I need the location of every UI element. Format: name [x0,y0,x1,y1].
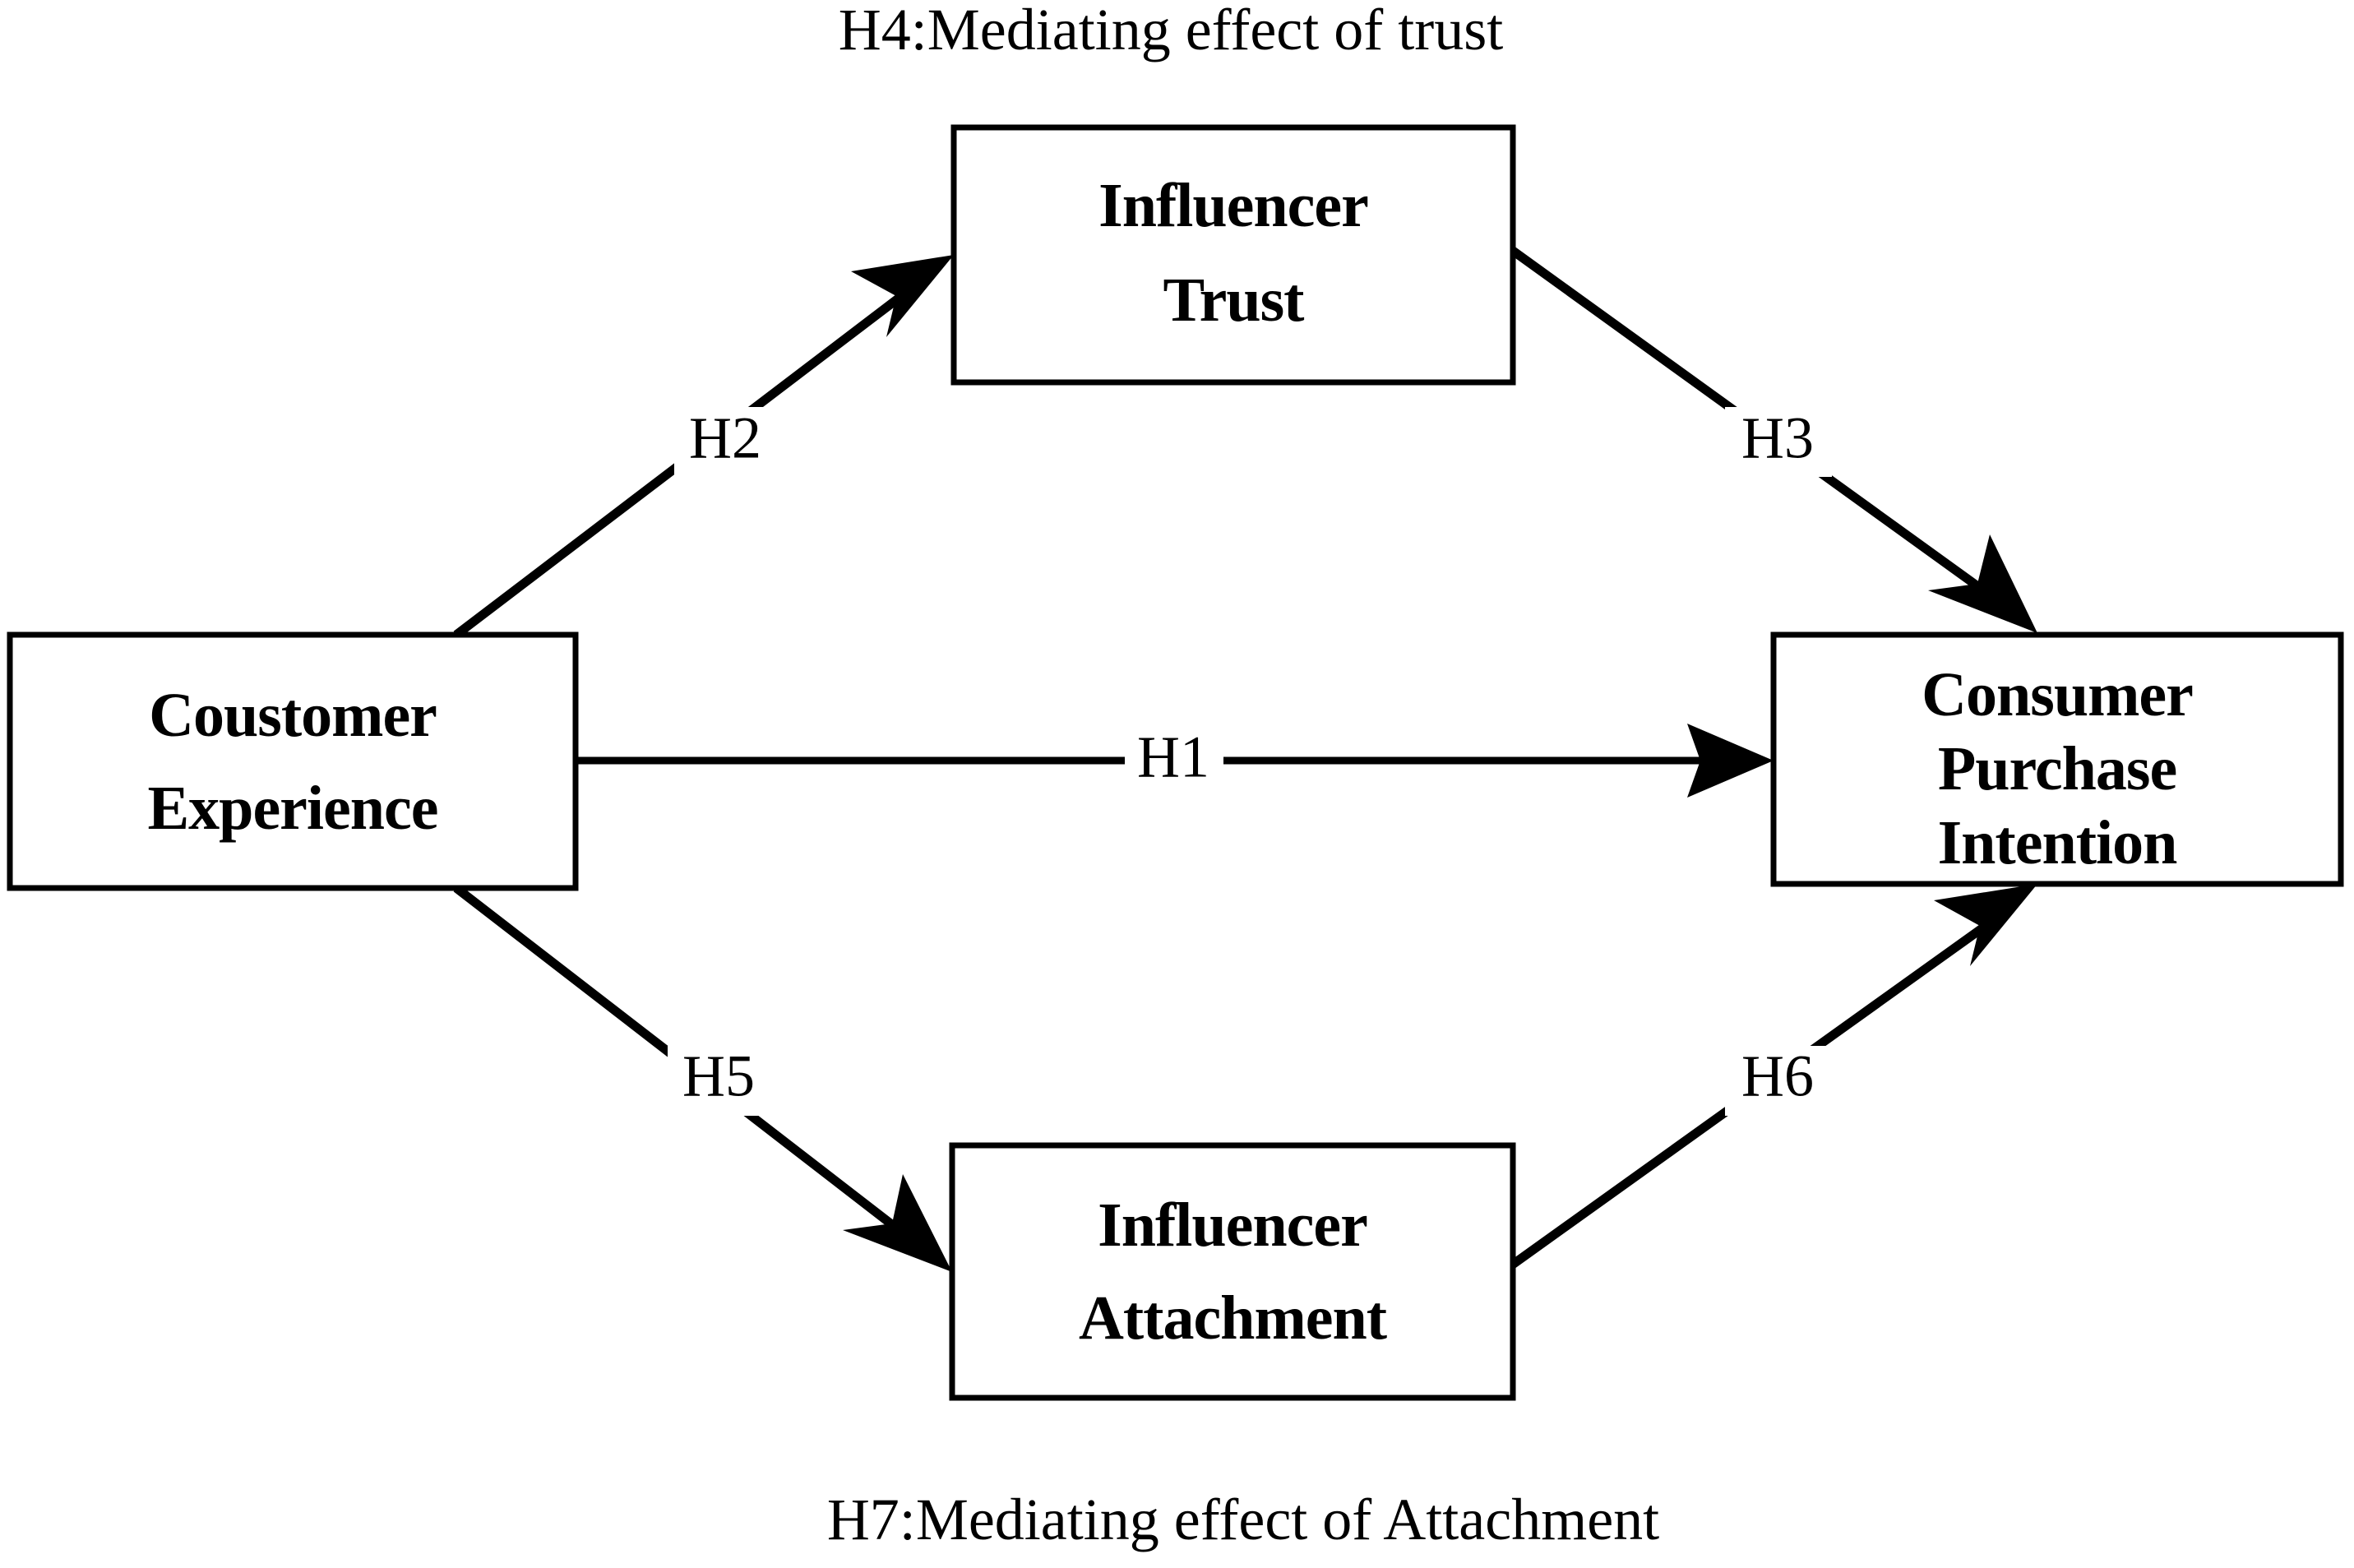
edge-h5-label-backdrop [668,1046,770,1116]
edge-h3-arrowhead [1928,534,2037,633]
node-consumer-purchase-intention-box [1770,631,2344,887]
edge-label-h2: H2 [689,405,761,471]
node-customer-experience: Coustomer Experience [7,631,579,891]
node-influencer-trust: Influencer Trust [950,124,1516,386]
node-influencer-trust-line1: Influencer [1098,171,1368,240]
edge-h6-arrowhead [1934,884,2037,966]
edge-label-h1: H1 [1137,724,1209,790]
edge-h6: H6 [1493,884,2037,1280]
edge-h1-label-backdrop [1125,728,1223,794]
node-consumer-purchase-intention-line1: Consumer [1922,660,2193,729]
node-influencer-trust-line2: Trust [1163,266,1305,335]
edge-label-h3: H3 [1741,405,1814,471]
edge-h2-label-backdrop [674,407,777,477]
edge-label-h5: H5 [682,1043,755,1109]
edge-h3: H3 [1510,247,2037,633]
edge-label-h6: H6 [1741,1043,1814,1109]
node-customer-experience-line1: Coustomer [149,681,437,750]
node-consumer-purchase-intention-line2: Purchase [1938,734,2176,803]
node-customer-experience-box [7,631,579,891]
edge-h5: H5 [453,884,952,1272]
node-consumer-purchase-intention: Consumer Purchase Intention [1770,631,2344,887]
edge-h1-arrowhead [1687,724,1774,798]
node-influencer-attachment: Influencer Attachment [949,1142,1516,1401]
node-influencer-trust-box [950,124,1516,386]
mediation-label-h7: H7:Mediating effect of Attachment [827,1487,1659,1552]
edge-h1: H1 [576,724,1774,798]
node-influencer-attachment-box [949,1142,1516,1401]
node-influencer-attachment-line2: Attachment [1079,1284,1387,1353]
edge-h3-label-backdrop [1725,407,1832,477]
node-consumer-purchase-intention-line3: Intention [1938,808,2178,877]
edge-h6-label-backdrop [1725,1046,1832,1116]
node-influencer-attachment-line1: Influencer [1098,1191,1367,1260]
mediation-label-h4: H4:Mediating effect of trust [839,0,1503,62]
edge-h2: H2 [453,255,954,639]
edge-h5-arrowhead [843,1174,952,1272]
node-customer-experience-line2: Experience [147,774,437,843]
edge-h2-arrowhead [851,255,954,337]
